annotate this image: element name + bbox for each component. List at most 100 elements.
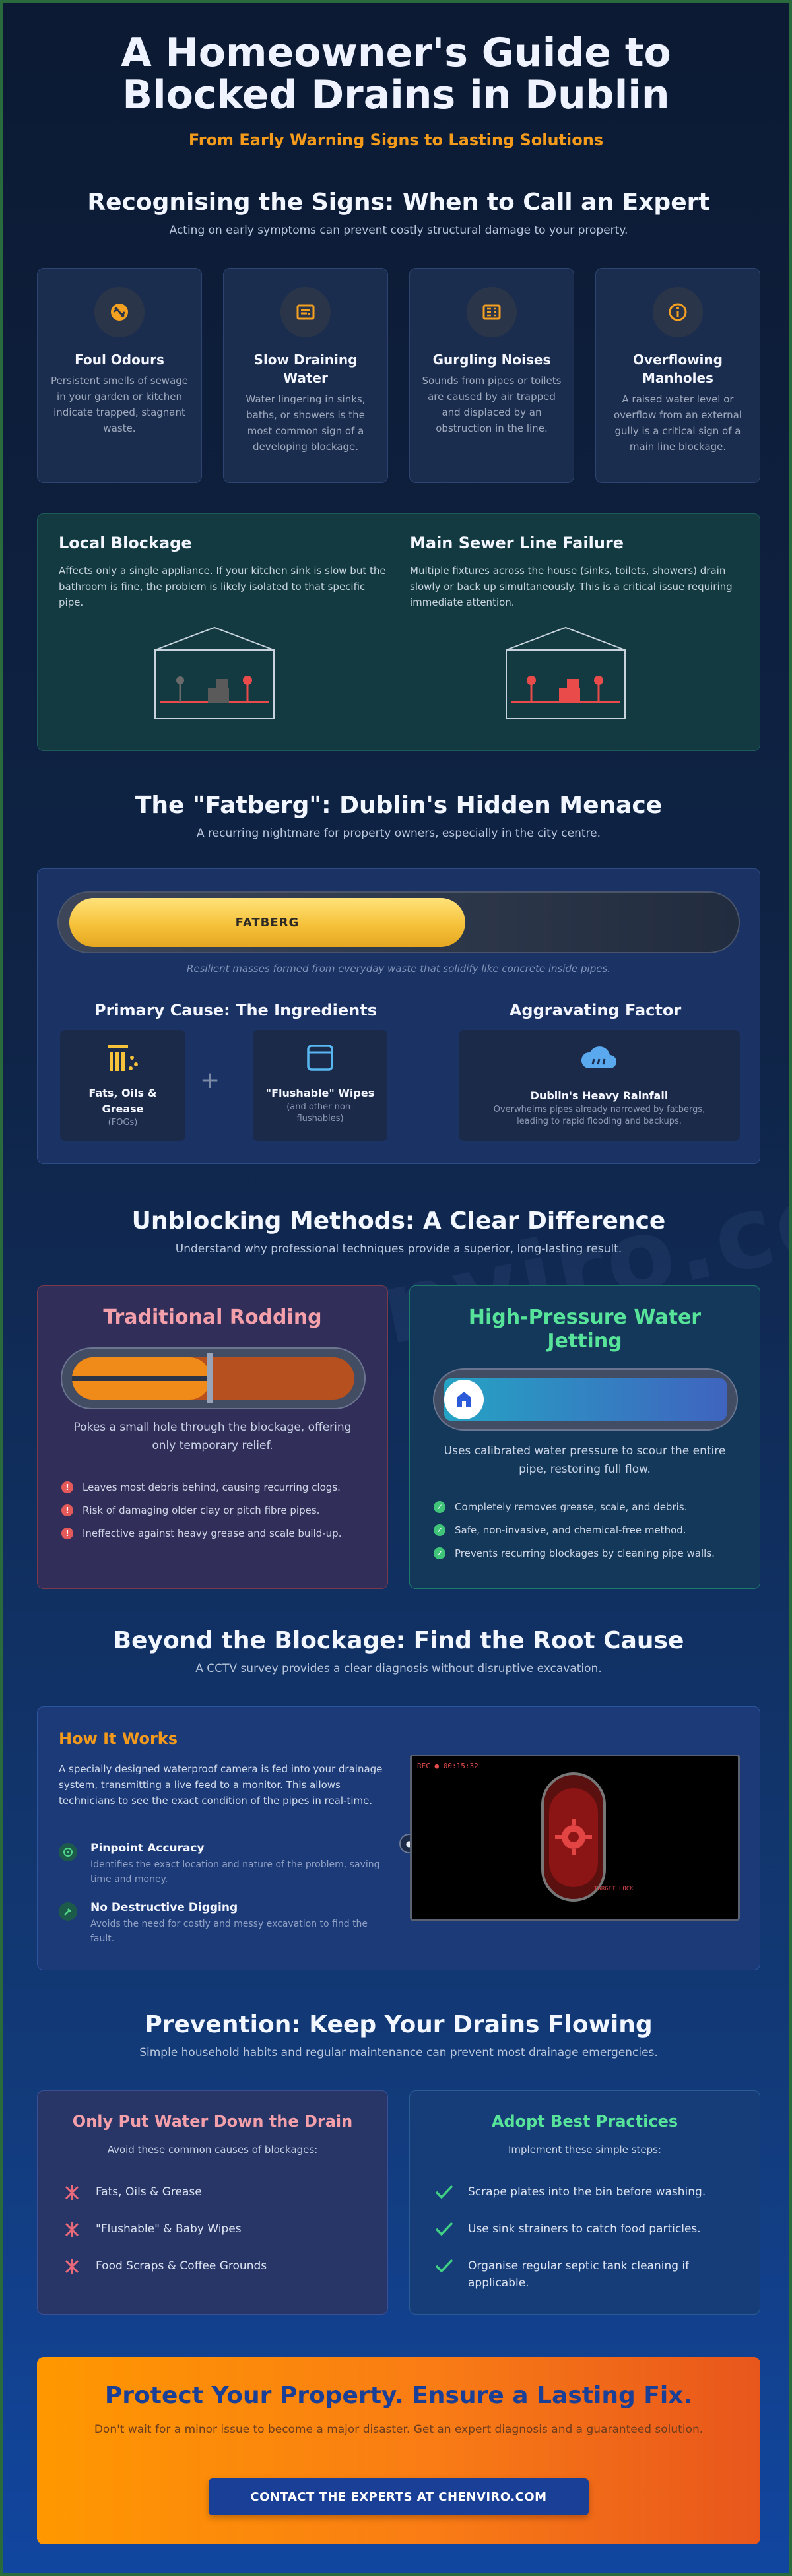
water-jetting-card: High-Pressure Water Jetting Uses calibra… xyxy=(409,1285,760,1589)
avoid-card: Only Put Water Down the Drain Avoid thes… xyxy=(37,2090,388,2315)
cross-icon xyxy=(61,2183,82,2202)
cta-panel: Protect Your Property. Ensure a Lasting … xyxy=(37,2357,760,2544)
contact-button[interactable]: CONTACT THE EXPERTS AT CHENVIRO.COM xyxy=(209,2478,589,2515)
sign-desc: Persistent smells of sewage in your gard… xyxy=(50,375,189,434)
best-title: Adopt Best Practices xyxy=(491,2112,678,2131)
sign-title: Gurgling Noises xyxy=(432,352,551,368)
sign-cards: Foul Odours Persistent smells of sewage … xyxy=(37,268,760,483)
aggravating-note: Overwhelms pipes already narrowed by fat… xyxy=(493,1105,706,1126)
fatberg-subtitle: A recurring nightmare for property owner… xyxy=(196,827,601,840)
best-item: Organise regular septic tank cleaning if… xyxy=(434,2257,737,2292)
check-icon: ✓ xyxy=(434,1547,446,1559)
how-it-works-title: How It Works xyxy=(59,1729,178,1748)
signs-subtitle: Acting on early symptoms can prevent cos… xyxy=(169,224,628,237)
sign-desc: Sounds from pipes or toilets are caused … xyxy=(422,375,562,434)
gurgle-icon xyxy=(467,287,517,337)
cctv-monitor: REC ● 00:15:32 TARGET LOCK xyxy=(410,1755,740,1921)
best-item-text: Organise regular septic tank cleaning if… xyxy=(468,2259,690,2290)
pipe-camera-view xyxy=(541,1772,606,1902)
ingredient-name: Fats, Oils & Grease xyxy=(88,1087,157,1115)
list-item: ! Leaves most debris behind, causing recu… xyxy=(61,1481,341,1493)
traditional-list: ! Leaves most debris behind, causing recu… xyxy=(61,1481,341,1551)
list-item-text: Prevents recurring blockages by cleaning… xyxy=(455,1547,715,1559)
main-sewer: Main Sewer Line Failure Multiple fixture… xyxy=(410,534,740,610)
check-icon: ✓ xyxy=(434,1501,446,1513)
rodding-pipe-illustration xyxy=(61,1347,366,1409)
avoid-item: "Flushable" & Baby Wipes xyxy=(61,2220,365,2239)
warning-icon: ! xyxy=(61,1528,73,1539)
point-title: No Destructive Digging xyxy=(90,1901,238,1914)
root-title: Beyond the Blockage: Find the Root Cause xyxy=(113,1627,684,1654)
sign-card-manhole: Overflowing Manholes A raised water leve… xyxy=(595,268,760,483)
avoid-item: Food Scraps & Coffee Grounds xyxy=(61,2257,365,2276)
list-item: ✓ Prevents recurring blockages by cleanin… xyxy=(434,1547,715,1559)
avoid-title: Only Put Water Down the Drain xyxy=(72,2112,353,2131)
ingredient-fog: Fats, Oils & Grease (FOGs) xyxy=(60,1030,185,1141)
fatberg-bar: FATBERG xyxy=(57,891,740,953)
avoid-lead: Avoid these common causes of blockages: xyxy=(107,2144,318,2156)
fatberg-title: The "Fatberg": Dublin's Hidden Menace xyxy=(135,792,663,819)
sign-card-gurgle: Gurgling Noises Sounds from pipes or toi… xyxy=(409,268,574,483)
methods-header: Unblocking Methods: A Clear Difference U… xyxy=(3,1208,789,1256)
prevention-subtitle: Simple household habits and regular main… xyxy=(139,2046,658,2059)
ingredient-note: (and other non-flushables) xyxy=(286,1102,354,1124)
aggravating-rainfall: Dublin's Heavy Rainfall Overwhelms pipes… xyxy=(459,1030,740,1141)
root-header: Beyond the Blockage: Find the Root Cause… xyxy=(3,1627,789,1675)
traditional-title: Traditional Rodding xyxy=(103,1306,322,1329)
cta-desc: Don't wait for a minor issue to become a… xyxy=(94,2423,704,2436)
fatberg-panel: FATBERG Resilient masses formed from eve… xyxy=(37,868,760,1164)
local-blockage: Local Blockage Affects only a single app… xyxy=(59,534,389,610)
signs-title: Recognising the Signs: When to Call an E… xyxy=(87,189,710,216)
checkmark-icon xyxy=(434,2183,455,2201)
best-item-text: Scrape plates into the bin before washin… xyxy=(468,2185,706,2199)
cctv-panel: How It Works A specially designed waterp… xyxy=(37,1706,760,1970)
checkmark-icon xyxy=(434,2257,455,2274)
sign-desc: A raised water level or overflow from an… xyxy=(614,393,742,453)
traditional-rodding-card: Traditional Rodding Pokes a small hole t… xyxy=(37,1285,388,1589)
cross-icon xyxy=(61,2257,82,2276)
list-item-text: Leaves most debris behind, causing recur… xyxy=(82,1481,341,1493)
checkmark-icon xyxy=(434,2220,455,2238)
odour-icon xyxy=(94,287,145,337)
avoid-item-text: Fats, Oils & Grease xyxy=(96,2185,202,2199)
best-lead: Implement these simple steps: xyxy=(508,2144,661,2156)
cctv-intro: A specially designed waterproof camera i… xyxy=(59,1763,383,1807)
monitor-target: TARGET LOCK xyxy=(594,1886,634,1892)
wipes-icon xyxy=(307,1045,333,1071)
info-icon xyxy=(653,287,703,337)
fatberg-caption: Resilient masses formed from everyday wa… xyxy=(186,963,611,975)
jetting-title: High-Pressure Water Jetting xyxy=(468,1306,702,1353)
fatberg-bar-fill: FATBERG xyxy=(69,898,465,947)
slow-water-icon xyxy=(280,287,331,337)
ingredient-note: (FOGs) xyxy=(108,1118,138,1128)
list-item-text: Risk of damaging older clay or pitch fib… xyxy=(82,1504,320,1516)
fat-drop-icon xyxy=(108,1045,138,1071)
point-desc: Avoids the need for costly and messy exc… xyxy=(90,1919,368,1944)
fatberg-bar-label: FATBERG xyxy=(235,915,300,930)
avoid-item-text: Food Scraps & Coffee Grounds xyxy=(96,2259,267,2272)
target-icon xyxy=(59,1843,77,1861)
prevention-header: Prevention: Keep Your Drains Flowing Sim… xyxy=(3,2011,789,2059)
monitor-rec: REC ● 00:15:32 xyxy=(417,1762,478,1770)
primary-cause-title: Primary Cause: The Ingredients xyxy=(94,1001,378,1019)
best-item: Scrape plates into the bin before washin… xyxy=(434,2183,737,2201)
signs-section: Recognising the Signs: When to Call an E… xyxy=(3,189,789,483)
list-item-text: Completely removes grease, scale, and de… xyxy=(455,1501,688,1513)
aggravating-title: Aggravating Factor xyxy=(509,1001,682,1019)
sign-title: Slow Draining Water xyxy=(253,352,358,386)
hero: A Homeowner's Guide to Blocked Drains in… xyxy=(3,3,789,149)
shovel-icon xyxy=(59,1902,77,1921)
main-title: Main Sewer Line Failure xyxy=(410,534,624,552)
cloud-rain-icon xyxy=(581,1046,616,1068)
avoid-item-text: "Flushable" & Baby Wipes xyxy=(96,2222,242,2236)
blockage-compare: Local Blockage Affects only a single app… xyxy=(37,513,760,751)
cta-title: Protect Your Property. Ensure a Lasting … xyxy=(104,2382,693,2409)
local-title: Local Blockage xyxy=(59,534,192,552)
methods-title: Unblocking Methods: A Clear Difference xyxy=(131,1208,666,1235)
warning-icon: ! xyxy=(61,1481,73,1493)
methods-subtitle: Understand why professional techniques p… xyxy=(175,1242,622,1256)
jetting-lead: Uses calibrated water pressure to scour … xyxy=(444,1444,726,1476)
list-item: ✓Safe, non-invasive, and chemical-free m… xyxy=(434,1524,715,1536)
jetting-list: ✓ Completely removes grease, scale, and d… xyxy=(434,1501,715,1570)
main-desc: Multiple fixtures across the house (sink… xyxy=(410,565,733,608)
